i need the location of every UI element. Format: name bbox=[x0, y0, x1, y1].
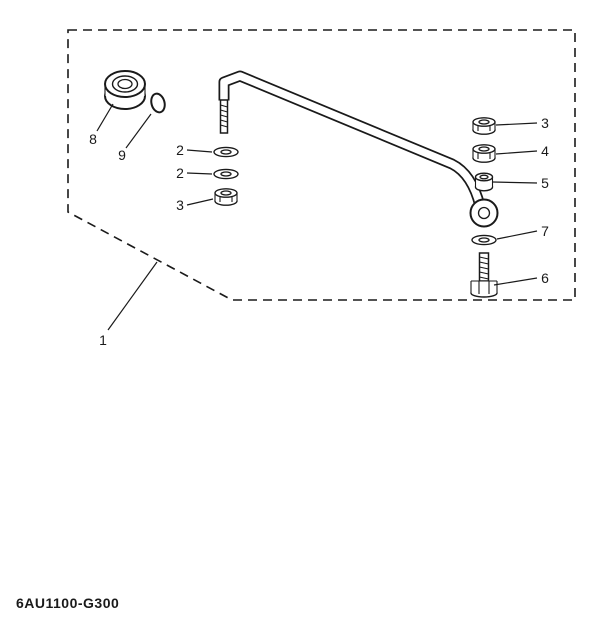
leader-line-3-left bbox=[186, 198, 214, 206]
arm-eye bbox=[469, 198, 499, 228]
callout-9: 9 bbox=[118, 147, 126, 163]
callout-2-bottom: 2 bbox=[176, 165, 184, 181]
callout-8: 8 bbox=[89, 131, 97, 147]
leader-line-3-right bbox=[495, 122, 538, 126]
nut-3-left bbox=[214, 188, 238, 206]
washer-7 bbox=[471, 234, 497, 246]
callout-6: 6 bbox=[541, 270, 549, 286]
callout-3-right: 3 bbox=[541, 115, 549, 131]
part-code-label: 6AU1100-G300 bbox=[16, 595, 119, 611]
callout-5: 5 bbox=[541, 175, 549, 191]
stud-threads bbox=[219, 99, 229, 134]
part-9-oring bbox=[150, 92, 166, 114]
leader-line-8 bbox=[96, 103, 114, 132]
bolt-6 bbox=[470, 252, 498, 298]
leader-line-6 bbox=[493, 277, 538, 286]
callout-1: 1 bbox=[99, 332, 107, 348]
washer-2a bbox=[213, 146, 239, 158]
dashed-boundary bbox=[67, 29, 576, 301]
callout-3-left: 3 bbox=[176, 197, 184, 213]
leader-line-4 bbox=[495, 150, 538, 155]
leader-line-2a bbox=[186, 149, 213, 153]
leader-line-2b bbox=[186, 172, 213, 175]
washer-2b bbox=[213, 168, 239, 180]
part-8-cap bbox=[104, 70, 146, 110]
nut-4 bbox=[472, 144, 496, 163]
leader-line-5 bbox=[492, 181, 538, 184]
leader-line-7 bbox=[496, 230, 538, 240]
callout-7: 7 bbox=[541, 223, 549, 239]
steering-link-arm bbox=[218, 70, 499, 228]
leader-line-9 bbox=[125, 113, 152, 149]
collar-5 bbox=[474, 172, 494, 192]
nut-3-right bbox=[472, 117, 496, 135]
leader-line-1 bbox=[107, 261, 158, 331]
callout-2-top: 2 bbox=[176, 142, 184, 158]
callout-4: 4 bbox=[541, 143, 549, 159]
